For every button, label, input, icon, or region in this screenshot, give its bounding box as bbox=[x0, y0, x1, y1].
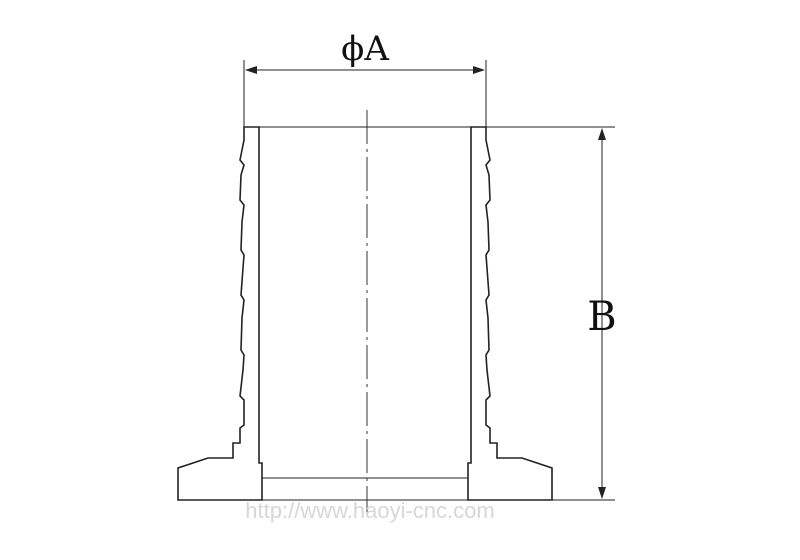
watermark-text: http://www.haoyi-cnc.com bbox=[245, 498, 494, 523]
right-wall-section bbox=[467, 126, 553, 501]
left-wall-section bbox=[177, 126, 263, 501]
dim-a-label: ϕA bbox=[341, 29, 389, 69]
dim-b-label: B bbox=[587, 294, 616, 340]
